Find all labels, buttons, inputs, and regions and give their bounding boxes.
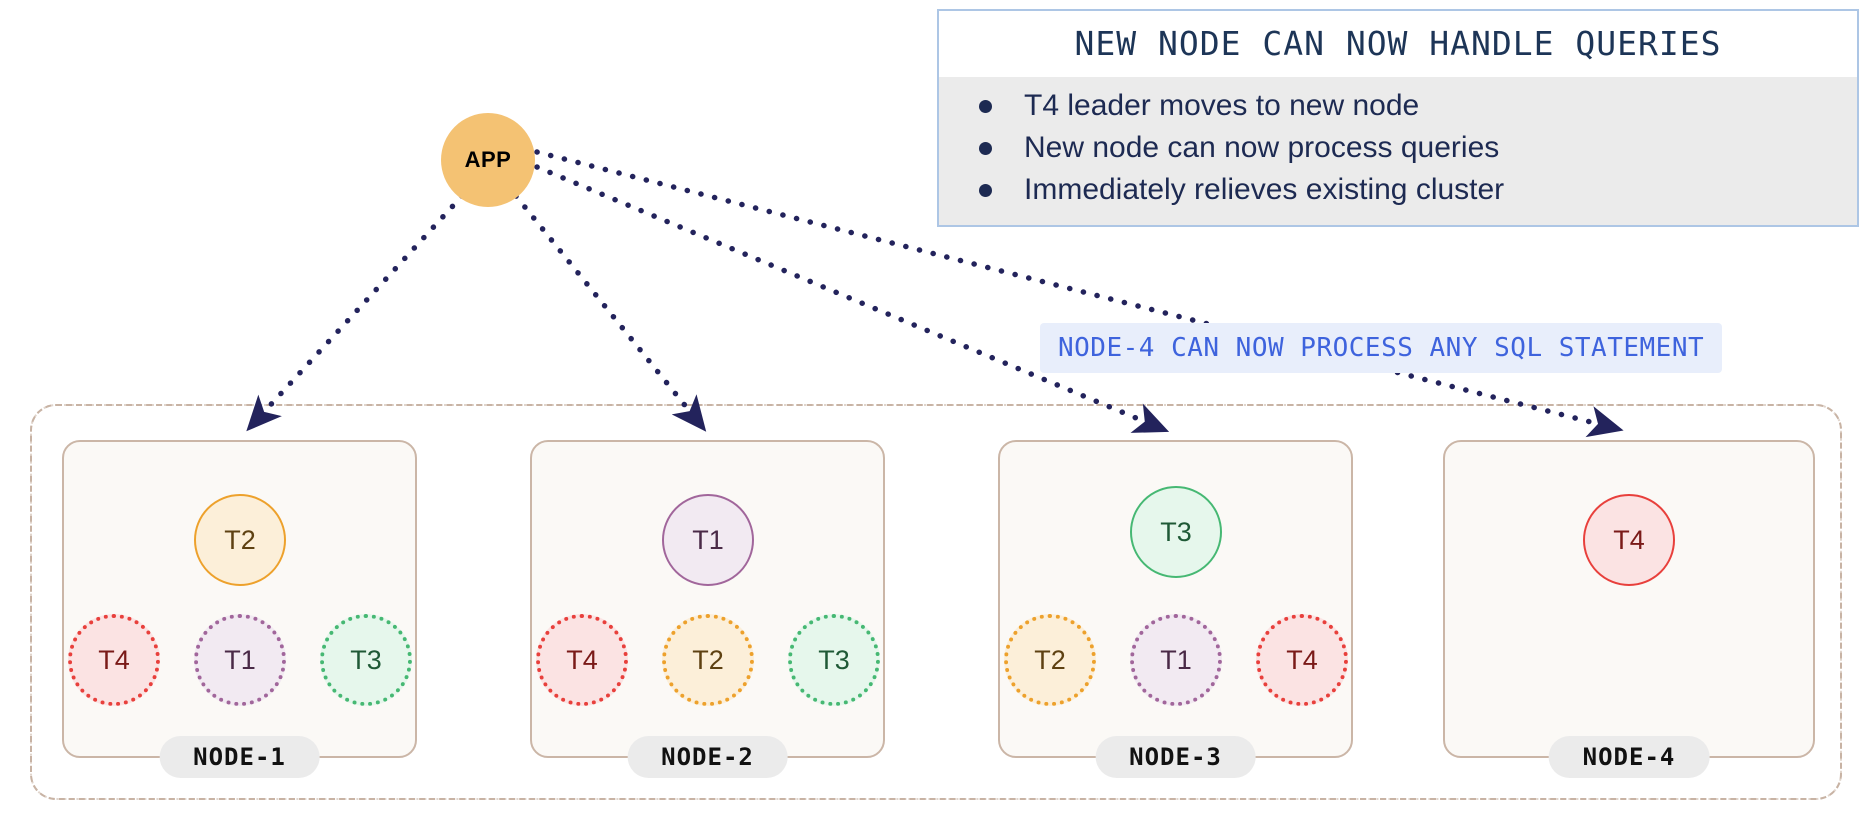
- tablet-follower-t4[interactable]: T4: [68, 614, 160, 706]
- info-box: NEW NODE CAN NOW HANDLE QUERIES T4 leade…: [937, 9, 1859, 227]
- sql-statement-banner: NODE-4 CAN NOW PROCESS ANY SQL STATEMENT: [1040, 323, 1723, 373]
- node-box-node-3[interactable]: T3 T2 T1 T4 NODE-3: [998, 440, 1353, 778]
- tablet-label: T2: [692, 644, 724, 675]
- tablet-label: T3: [1160, 516, 1192, 547]
- info-item-text: Immediately relieves existing cluster: [1024, 173, 1505, 206]
- tablet-leader-t1[interactable]: T1: [662, 494, 754, 586]
- tablet-follower-t3[interactable]: T3: [788, 614, 880, 706]
- tablet-label: T4: [1613, 524, 1645, 555]
- tablet-follower-t1[interactable]: T1: [194, 614, 286, 706]
- tablet-leader-t4[interactable]: T4: [1583, 494, 1675, 586]
- info-item: New node can now process queries: [939, 127, 1857, 169]
- info-box-body: T4 leader moves to new node New node can…: [939, 77, 1857, 225]
- node-box-node-4[interactable]: T4 NODE-4: [1443, 440, 1815, 778]
- node-name-badge: NODE-2: [627, 736, 788, 778]
- edge-app-node-1: [246, 193, 465, 432]
- tablet-follower-t4[interactable]: T4: [536, 614, 628, 706]
- tablet-label: T3: [818, 644, 850, 675]
- node-box-node-2[interactable]: T1 T4 T2 T3 NODE-2: [530, 440, 885, 778]
- tablet-follower-t3[interactable]: T3: [320, 614, 412, 706]
- tablet-follower-t2[interactable]: T2: [662, 614, 754, 706]
- node-name-badge: NODE-3: [1095, 736, 1256, 778]
- info-box-title: NEW NODE CAN NOW HANDLE QUERIES: [939, 11, 1857, 77]
- tablet-label: T1: [224, 644, 256, 675]
- app-node-label: APP: [464, 147, 512, 172]
- edge-app-node-2: [513, 193, 707, 432]
- tablet-label: T4: [1286, 644, 1318, 675]
- bullet-icon: [979, 99, 992, 113]
- tablet-leader-t3[interactable]: T3: [1130, 486, 1222, 578]
- tablet-follower-t1[interactable]: T1: [1130, 614, 1222, 706]
- node-name-badge: NODE-1: [159, 736, 320, 778]
- tablet-label: T2: [224, 524, 256, 555]
- bullet-icon: [979, 183, 992, 197]
- tablet-label: T1: [1160, 644, 1192, 675]
- bullet-icon: [979, 141, 992, 155]
- tablet-label: T4: [566, 644, 598, 675]
- tablet-follower-t2[interactable]: T2: [1004, 614, 1096, 706]
- info-item-text: New node can now process queries: [1024, 131, 1500, 164]
- tablet-label: T1: [692, 524, 724, 555]
- tablet-label: T3: [350, 644, 382, 675]
- tablet-label: T4: [98, 644, 130, 675]
- info-item: Immediately relieves existing cluster: [939, 169, 1857, 211]
- node-name-badge: NODE-4: [1548, 736, 1710, 778]
- info-item-text: T4 leader moves to new node: [1024, 89, 1420, 122]
- app-node[interactable]: APP: [441, 113, 535, 207]
- tablet-follower-t4[interactable]: T4: [1256, 614, 1348, 706]
- tablet-label: T2: [1034, 644, 1066, 675]
- node-box-node-1[interactable]: T2 T4 T1 T3 NODE-1: [62, 440, 417, 778]
- info-item: T4 leader moves to new node: [939, 85, 1857, 127]
- tablet-leader-t2[interactable]: T2: [194, 494, 286, 586]
